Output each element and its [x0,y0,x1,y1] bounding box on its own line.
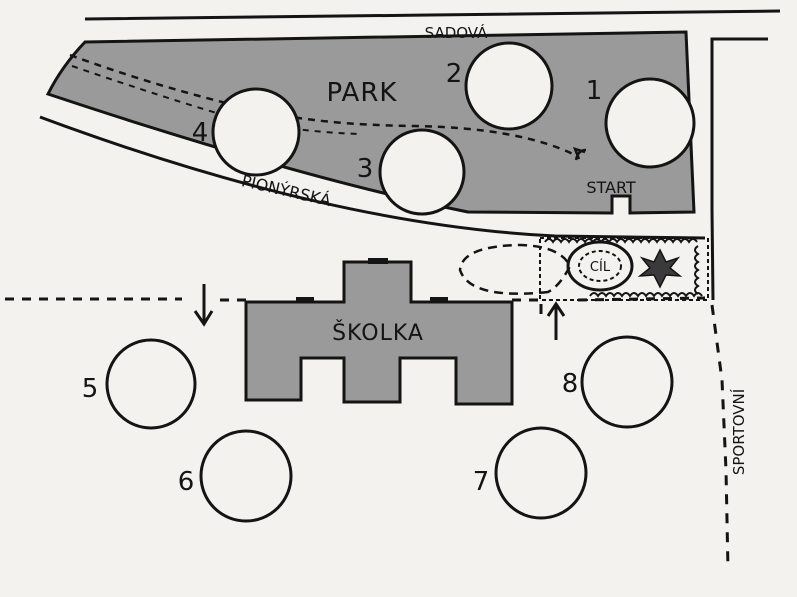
bushes-right [694,245,700,295]
station-circle-4 [211,87,301,177]
street-line-sadova [84,9,781,21]
start-label: START [586,178,636,197]
station-number-4: 4 [192,118,209,148]
school-label: ŠKOLKA [332,320,424,346]
park-label: PARK [327,78,398,108]
school-door-right [430,297,448,303]
station-circle-5 [105,338,197,430]
station-number-2: 2 [446,59,463,89]
finish-marker-inner [578,250,622,282]
station-circle-3 [378,128,466,216]
finish-label: CÍL [590,259,611,275]
school-building [244,260,514,406]
start-arrow-icon [572,147,587,161]
station-circle-7 [494,426,588,520]
bushes-top [544,238,698,244]
finish-loop [458,243,572,295]
street-label-sportovni: SPORTOVNÍ [729,389,748,475]
street-line-sportovni [710,37,768,301]
route-path-park [69,53,576,157]
station-number-5: 5 [82,374,99,404]
station-circle-8 [580,335,674,429]
garden-area [539,237,709,301]
school-door-top [368,258,388,264]
station-circle-2 [464,41,554,131]
street-line-pionyrska [39,115,706,240]
station-circle-1 [604,77,696,169]
station-number-3: 3 [357,154,374,184]
station-circle-6 [199,429,293,523]
street-label-sadova: SADOVÁ [425,23,488,42]
tree-icon [637,248,683,289]
station-number-7: 7 [473,467,490,497]
station-number-1: 1 [586,76,603,106]
street-dashed-sportovni [710,304,730,571]
school-door-left [296,297,314,303]
station-number-6: 6 [178,467,195,497]
route-path-park-inner [71,65,361,135]
finish-marker [566,240,634,292]
up-arrow-icon [546,301,566,340]
station-number-8: 8 [562,369,579,399]
down-arrow-icon [193,284,214,327]
bushes-bottom [589,292,703,298]
